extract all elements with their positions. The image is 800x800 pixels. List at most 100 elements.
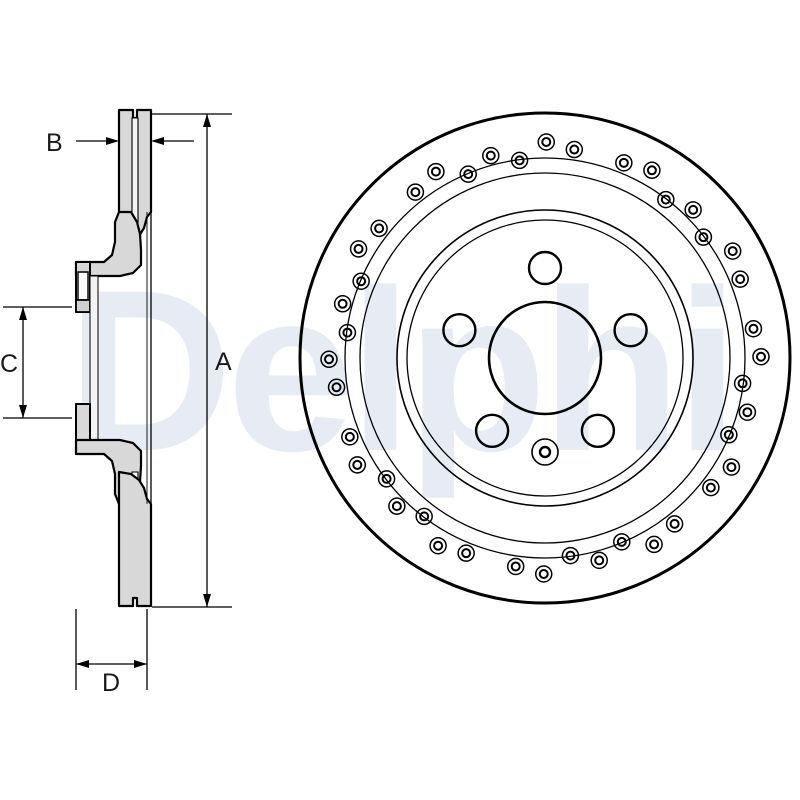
hub-chamfer-upper (75, 299, 91, 313)
dim-C-arrow-top (19, 307, 27, 320)
cross-drilled-hole-inner (485, 150, 496, 161)
bolt-hole (580, 413, 616, 449)
watermark: Delphi (67, 242, 740, 499)
hat-section-upper (74, 210, 143, 278)
cross-drilled-hole-outer (377, 470, 396, 488)
cross-drilled-hole-inner (669, 518, 680, 529)
cross-drilled-hole-outer (338, 323, 357, 342)
cross-drilled-hole-outer (406, 183, 425, 201)
dimension-B: B (46, 129, 194, 157)
cross-drilled-hole-outer (415, 507, 433, 526)
cross-drilled-hole-outer (561, 546, 580, 565)
cross-drilled-hole-outer (665, 515, 684, 533)
cross-drilled-hole-outer (702, 478, 720, 497)
cross-drilled-hole-inner (698, 232, 709, 243)
cross-drilled-hole-outer (534, 565, 553, 583)
cross-drilled-hole-inner (342, 327, 353, 338)
cross-drilled-hole-inner (756, 351, 766, 362)
bolt-hole (442, 312, 477, 348)
cross-drilled-hole-outer (657, 190, 675, 209)
dim-B-label: B (46, 129, 63, 157)
cross-drilled-hole-outer (613, 533, 631, 551)
dim-C-label: C (0, 350, 18, 378)
bolt-hole (474, 413, 510, 449)
cross-drilled-hole-inner (727, 246, 738, 257)
dim-D-arrow-left (76, 660, 89, 668)
face-view (298, 111, 792, 605)
hat-inner-ring (406, 219, 684, 497)
cross-drilled-hole-outer (565, 140, 584, 159)
cross-drilled-hole-outer (341, 428, 359, 446)
cross-drilled-hole-outer (590, 551, 608, 570)
cross-drilled-hole-inner (538, 569, 549, 579)
cross-drilled-hole-outer (684, 201, 702, 219)
cross-drilled-hole-outer (510, 151, 529, 170)
cross-drilled-hole-inner (723, 429, 734, 440)
cross-drilled-hole-outer (722, 458, 741, 476)
cross-drilled-hole-inner (660, 194, 671, 205)
dim-A-arrow-bottom (203, 594, 211, 607)
hat-outer-ring (396, 209, 694, 507)
cross-drilled-hole-inner (748, 323, 759, 334)
dimension-A: A (152, 113, 232, 608)
cross-drilled-hole-inner (616, 536, 627, 547)
cross-drilled-hole-outer (457, 544, 475, 562)
cross-drilled-hole-inner (337, 298, 348, 309)
centre-bore (487, 300, 603, 416)
cross-drilled-hole-outer (731, 270, 749, 288)
watermark-text: Delphi (67, 242, 734, 499)
cross-drilled-hole-group (320, 133, 770, 583)
cross-drilled-hole-outer (720, 426, 738, 444)
cross-drilled-hole-outer (352, 272, 370, 290)
cross-drilled-hole-inner (410, 187, 421, 198)
cross-drilled-hole-inner (618, 157, 629, 168)
cross-drilled-hole-inner (381, 473, 392, 484)
cross-drilled-hole-inner (510, 561, 521, 572)
cross-drilled-hole-outer (333, 295, 352, 313)
cross-drilled-hole-outer (427, 162, 445, 181)
section-inner-skin (89, 275, 99, 453)
cross-drilled-hole-inner (419, 511, 430, 522)
hub-recess-upper (77, 271, 89, 301)
cross-drilled-hole-outer (482, 146, 500, 165)
cross-drilled-hole-outer (388, 497, 406, 515)
cross-drilled-hole-inner (461, 548, 472, 559)
cross-drilled-hole-inner (430, 166, 441, 177)
cross-drilled-hole-inner (356, 276, 367, 287)
cross-section-view (74, 108, 153, 608)
cross-drilled-hole-inner (688, 204, 699, 215)
cross-drilled-hole-inner (353, 243, 364, 254)
cross-drilled-hole-outer (744, 319, 763, 338)
cross-drilled-hole-outer (615, 154, 633, 172)
bolt-hole (527, 250, 563, 286)
cross-drilled-hole-outer (537, 133, 556, 151)
cross-drilled-hole-outer (327, 378, 346, 397)
cross-drilled-hole-outer (320, 350, 338, 369)
dim-A-label: A (215, 348, 232, 376)
cross-drilled-hole-inner (646, 165, 657, 176)
cross-drilled-hole-inner (649, 539, 660, 550)
cross-drilled-hole-inner (331, 382, 342, 393)
swept-area-outer-ring (344, 157, 746, 559)
locating-pin-group (531, 438, 559, 466)
cross-drilled-hole-outer (643, 161, 661, 180)
locating-pin-inner (538, 445, 552, 459)
cross-drilled-hole-inner (352, 459, 363, 470)
cross-drilled-hole-outer (738, 403, 757, 421)
dim-C-arrow-bottom (19, 405, 27, 418)
cross-drilled-hole-outer (348, 456, 367, 474)
locating-pin-outer (531, 438, 559, 466)
cross-drilled-hole-outer (752, 347, 770, 366)
cross-drilled-hole-inner (705, 482, 716, 493)
cross-drilled-hole-inner (541, 137, 552, 147)
cross-drilled-hole-inner (344, 431, 355, 442)
dim-D-label: D (102, 669, 120, 697)
disc-outer-edge (298, 111, 792, 605)
cross-drilled-hole-outer (459, 165, 477, 183)
dim-B-arrow-right (151, 137, 164, 145)
bolt-hole (613, 312, 648, 348)
friction-ring-lower-inboard (117, 470, 153, 608)
cross-drilled-hole-inner (735, 274, 746, 285)
